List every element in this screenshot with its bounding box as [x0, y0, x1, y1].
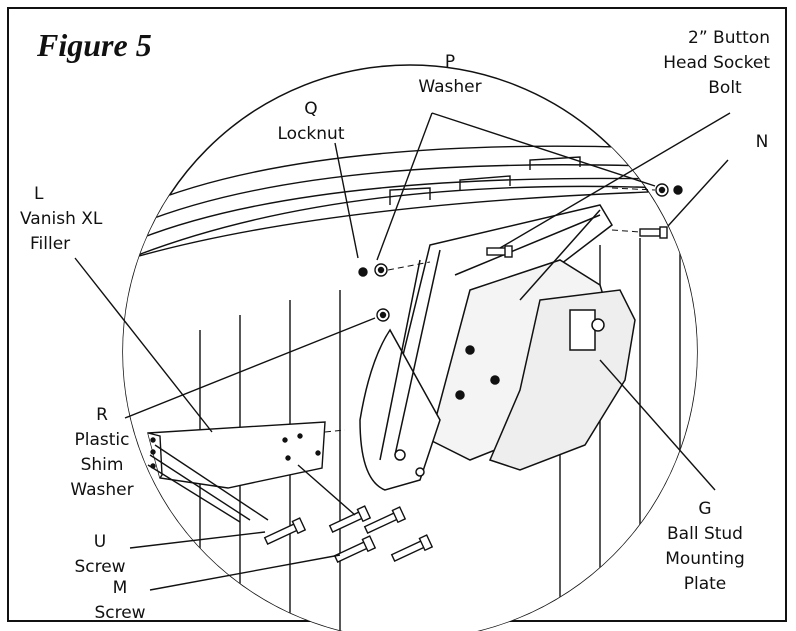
label-mounting-plate-name2: Mounting	[665, 549, 745, 569]
alignment-lines	[324, 187, 656, 433]
fasteners	[263, 183, 683, 563]
label-washer: P Washer	[415, 50, 485, 100]
label-filler-letter: L	[34, 184, 44, 204]
label-locknut-letter: Q	[304, 99, 318, 119]
figure-title: Figure 5	[37, 27, 152, 63]
label-screw-u-name: Screw	[74, 557, 126, 577]
label-bolt-n: N	[752, 130, 772, 155]
label-screw-u: U Screw	[70, 530, 130, 580]
label-filler-name2: Filler	[30, 234, 71, 254]
label-filler: L Vanish XL Filler	[20, 182, 102, 257]
label-screw-m: M Screw	[90, 576, 150, 626]
label-screw-u-letter: U	[93, 532, 107, 552]
label-shim-washer-name2: Shim	[80, 455, 124, 475]
lift-mechanism	[359, 204, 636, 491]
label-shim-washer: R Plastic Shim Washer	[62, 403, 142, 503]
label-button-head-bolt: 2” Button Head Socket Bolt	[650, 26, 770, 101]
label-locknut: Q Locknut	[276, 97, 346, 147]
label-mounting-plate-name1: Ball Stud	[667, 524, 743, 544]
label-washer-letter: P	[444, 52, 456, 72]
label-mounting-plate-letter: G	[698, 499, 712, 519]
label-button-head-bolt-line3: Bolt	[708, 78, 742, 98]
label-mounting-plate-name3: Plate	[683, 574, 727, 594]
label-mounting-plate: G Ball Stud Mounting Plate	[665, 497, 745, 597]
label-locknut-name: Locknut	[277, 124, 345, 144]
label-bolt-n-letter: N	[755, 132, 769, 152]
label-screw-m-name: Screw	[94, 603, 146, 623]
leader-lines	[74, 112, 731, 591]
label-filler-name1: Vanish XL	[20, 209, 103, 229]
label-shim-washer-name1: Plastic	[74, 430, 130, 450]
label-screw-m-letter: M	[112, 578, 128, 598]
label-button-head-bolt-line2: Head Socket	[663, 53, 770, 73]
label-shim-washer-letter: R	[96, 405, 108, 425]
label-shim-washer-name3: Washer	[70, 480, 134, 500]
label-button-head-bolt-line1: 2” Button	[688, 28, 770, 48]
label-washer-name: Washer	[418, 77, 482, 97]
